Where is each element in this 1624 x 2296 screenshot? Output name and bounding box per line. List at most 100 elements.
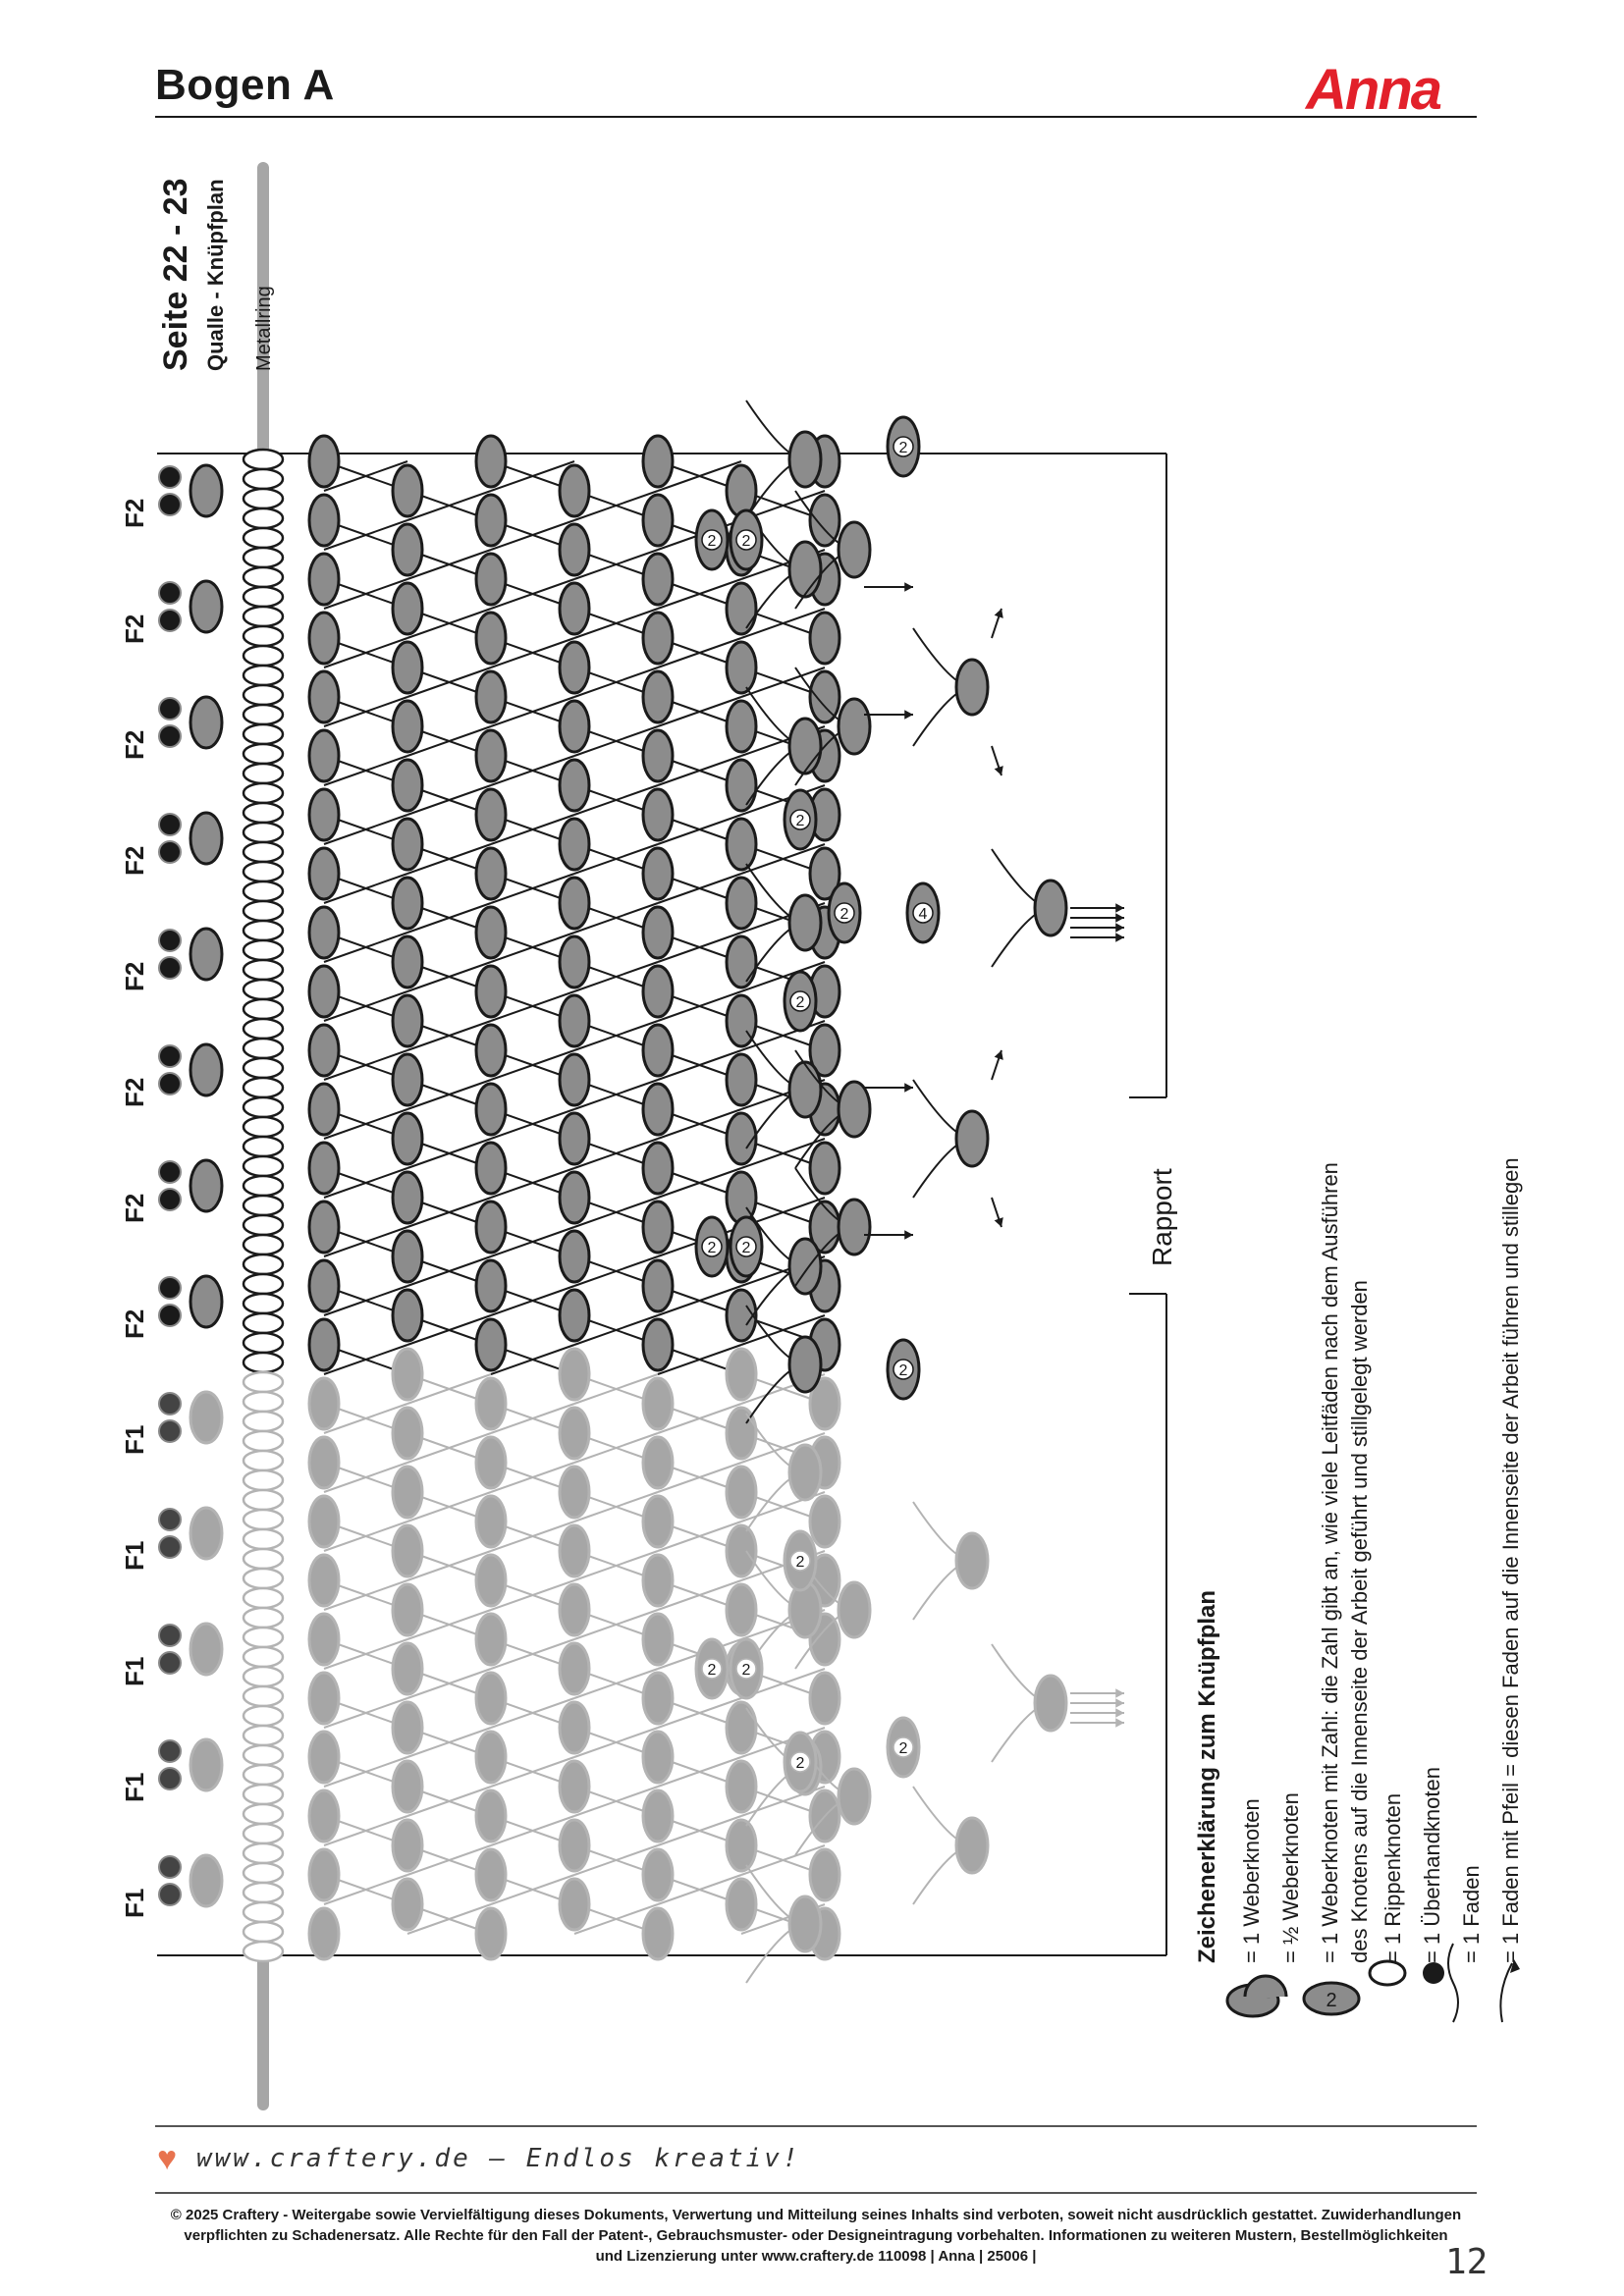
thread: [573, 1432, 659, 1464]
thread: [573, 1020, 659, 1051]
weaver-knot: [787, 1060, 823, 1119]
thread: [657, 1521, 742, 1552]
rib-knot: [242, 1802, 285, 1826]
thread: [323, 460, 408, 492]
knot-number: 2: [742, 1662, 751, 1679]
plan-name: Qualle - Knüpfplan: [203, 179, 228, 371]
overhand-knot: [158, 1392, 182, 1415]
weaver-knot: [725, 1818, 758, 1873]
weaver-knot: [641, 728, 675, 783]
weaver-knot: [307, 1258, 341, 1313]
weaver-knot: [558, 463, 591, 518]
weaver-knot: [391, 934, 424, 989]
overhand-knot: [158, 1044, 182, 1068]
footer-divider: [155, 2192, 1477, 2194]
rib-knot: [242, 1763, 285, 1787]
weaver-knot: [641, 1376, 675, 1431]
knot-number: 2: [796, 1554, 805, 1571]
legend-numbered-knot-icon: [1302, 1981, 1361, 2016]
thread: [323, 1874, 408, 1905]
arrowhead-icon: [1115, 1688, 1124, 1698]
metal-ring-label: Metallring: [253, 286, 275, 371]
rib-knot: [242, 1468, 285, 1492]
weaver-knot: [725, 1052, 758, 1107]
weaver-knot: [725, 1700, 758, 1755]
weaver-knot: [808, 611, 841, 666]
weaver-knot: [474, 493, 508, 548]
weaver-knot: [558, 758, 591, 813]
weaver-knot: [787, 1237, 823, 1296]
rib-knot: [242, 1292, 285, 1315]
rib-knot: [242, 1920, 285, 1944]
thread: [657, 1579, 742, 1611]
weaver-knot: [808, 1847, 841, 1902]
weaver-knot: [558, 1465, 591, 1520]
header-divider: [155, 116, 1477, 118]
numbered-knot-badge: [735, 1658, 757, 1680]
thread: [490, 1285, 575, 1316]
weaver-knot: [391, 699, 424, 754]
weaver-knot: [808, 1141, 841, 1196]
thread: [406, 1609, 492, 1640]
numbered-knot-badge: [893, 1359, 914, 1380]
overhand-knot: [158, 1304, 182, 1327]
copyright-notice: © 2025 Craftery - Weitergabe sowie Vervi…: [155, 2205, 1477, 2267]
arrowhead-icon: [904, 1230, 913, 1240]
thread: [490, 1579, 575, 1611]
rib-knot: [242, 1076, 285, 1099]
rib-knot: [242, 997, 285, 1021]
weaver-knot: [391, 993, 424, 1048]
thread: [657, 1285, 742, 1316]
thread: [406, 961, 492, 992]
thread: [657, 696, 742, 727]
page-number: 12: [1445, 2242, 1489, 2282]
thread: [323, 1049, 408, 1081]
rib-knot: [242, 801, 285, 825]
weaver-knot: [641, 1789, 675, 1843]
copyright-line: und Lizenzierung unter www.craftery.de 1…: [595, 2248, 1037, 2265]
weaver-knot: [474, 611, 508, 666]
thread: [490, 1756, 575, 1788]
arrowhead-icon: [994, 1050, 1003, 1060]
thread: [323, 519, 408, 551]
thread: [740, 667, 826, 698]
arrowhead-icon: [1115, 1708, 1124, 1718]
weaver-knot: [307, 1494, 341, 1549]
weaver-knot: [558, 1229, 591, 1284]
knot-number: 4: [919, 906, 928, 923]
thread: [490, 1403, 575, 1434]
weaver-knot: [474, 1082, 508, 1137]
thread-label-f2: F2: [120, 729, 149, 760]
thread: [406, 1138, 492, 1169]
weaver-knot: [808, 1376, 841, 1431]
weaver-knot: [641, 1435, 675, 1490]
weaver-knot: [837, 1198, 872, 1256]
weaver-knot: [189, 695, 224, 750]
thread: [323, 755, 408, 786]
rib-knot: [242, 664, 285, 687]
numbered-knot-badge: [834, 902, 855, 924]
weaver-knot: [558, 1288, 591, 1343]
weaver-knot: [391, 1052, 424, 1107]
weaver-knot: [474, 846, 508, 901]
rib-knot: [242, 467, 285, 491]
rib-knot: [242, 644, 285, 667]
thread: [490, 1521, 575, 1552]
thread: [406, 1432, 492, 1464]
weaver-knot: [307, 846, 341, 901]
rib-knot: [242, 1331, 285, 1355]
numbered-knot-badge: [701, 529, 723, 551]
footer-divider: [155, 2125, 1477, 2127]
weaver-knot: [808, 669, 841, 724]
thread-label-f1: F1: [120, 1656, 149, 1686]
thread-label-f2: F2: [120, 845, 149, 876]
weaver-knot: [725, 876, 758, 931]
weaver-knot: [391, 1582, 424, 1637]
weaver-knot: [725, 1582, 758, 1637]
thread: [657, 1403, 742, 1434]
thread: [573, 843, 659, 875]
legend-overhand-knot-icon: [1423, 1962, 1444, 1984]
weaver-knot: [558, 1582, 591, 1637]
weaver-knot: [641, 434, 675, 489]
thread-label-f2: F2: [120, 1308, 149, 1339]
